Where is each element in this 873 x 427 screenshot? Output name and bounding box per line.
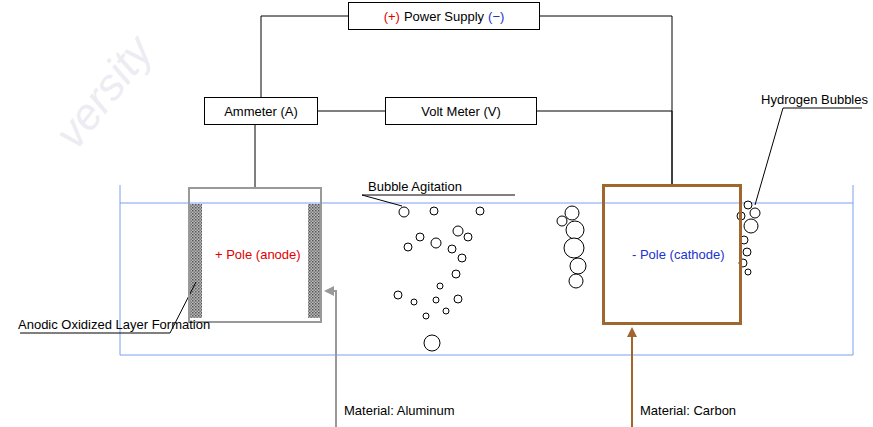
bubble	[557, 216, 567, 226]
wire	[540, 16, 672, 184]
wire	[261, 16, 348, 97]
bubble	[394, 291, 402, 299]
wire	[255, 125, 256, 187]
bubble	[564, 238, 584, 258]
node-text: + Pole (anode)	[215, 247, 295, 263]
voltmeter-box: Volt Meter (V)	[385, 97, 537, 125]
material-label: Material: Aluminum	[344, 403, 455, 418]
bubble	[458, 254, 466, 262]
callout-label: Hydrogen Bubbles	[761, 92, 868, 107]
material-label: Material: Carbon	[640, 403, 736, 418]
bubble	[424, 335, 440, 351]
bubble	[411, 299, 417, 305]
bubble	[430, 207, 438, 215]
bubble	[416, 233, 424, 241]
bubble	[399, 207, 409, 217]
cathode-electrode: - Pole (cathode)	[602, 184, 742, 325]
power-supply-box: (+) Power Supply (−)	[348, 2, 540, 30]
bubble	[453, 226, 463, 236]
material-arrow	[631, 329, 633, 427]
callout-label: Bubble Agitation	[368, 179, 462, 194]
oxide-layer	[190, 204, 202, 318]
ammeter-box: Ammeter (A)	[204, 97, 318, 125]
bubble	[744, 219, 758, 233]
callout-label: Anodic Oxidized Layer Formation	[18, 317, 210, 332]
bubble	[743, 248, 751, 256]
bubble	[431, 238, 441, 248]
anode-electrode: + Pole (anode)	[188, 187, 322, 323]
bubble	[476, 207, 484, 215]
bubble	[569, 274, 583, 288]
bubble	[437, 283, 443, 289]
material-arrow	[326, 291, 336, 427]
bubble	[404, 243, 412, 251]
bubble	[452, 270, 460, 278]
bubble	[566, 221, 584, 239]
bubble	[750, 208, 760, 218]
leader-lines	[20, 108, 862, 333]
bubble	[433, 297, 439, 303]
node-text: (+)	[384, 9, 400, 24]
bubble	[570, 258, 586, 274]
bubble	[448, 245, 456, 253]
oxide-layer	[308, 204, 320, 318]
wire	[537, 111, 672, 184]
bubbles	[394, 201, 760, 351]
wire	[318, 111, 385, 112]
node-text: - Pole (cathode)	[632, 247, 712, 263]
bubble	[423, 313, 429, 319]
node-text: Power Supply	[404, 9, 484, 24]
electrolyte-tank	[120, 185, 853, 355]
bubble	[454, 295, 462, 303]
node-text: (−)	[488, 9, 504, 24]
watermark: versity	[47, 28, 160, 155]
bubble	[745, 269, 751, 275]
bubble	[565, 206, 579, 220]
bubble	[744, 201, 752, 209]
node-text: Volt Meter (V)	[421, 104, 500, 119]
bubble	[464, 233, 472, 241]
node-text: Ammeter (A)	[224, 104, 298, 119]
bubble	[443, 308, 449, 314]
